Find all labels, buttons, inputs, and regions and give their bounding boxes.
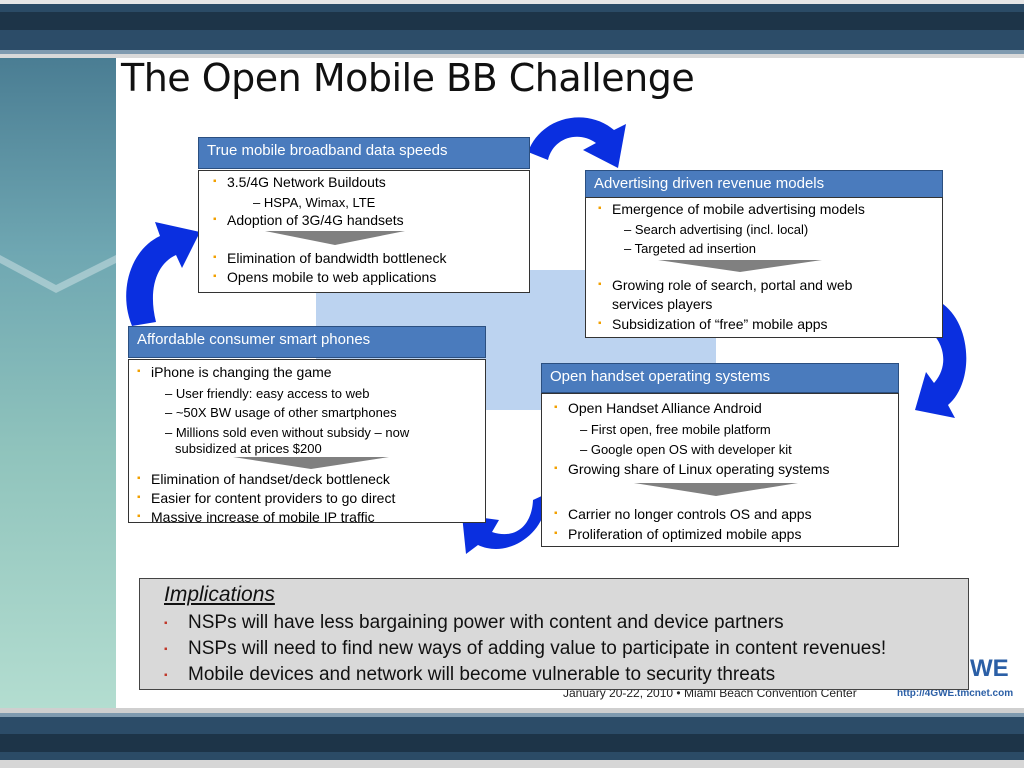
list-item: ▪Growing share of Linux operating system… [554, 461, 830, 477]
slide-title: The Open Mobile BB Challenge [121, 56, 695, 100]
list-item: ▪Growing role of search, portal and web [598, 277, 853, 293]
list-item: ▪Opens mobile to web applications [213, 269, 437, 285]
list-item: ▪Proliferation of optimized mobile apps [554, 526, 802, 542]
implication-item: ▪NSPs will have less bargaining power wi… [164, 612, 784, 633]
phones-box-body: ▪iPhone is changing the game – User frie… [128, 359, 486, 525]
cycle-arrow-top-icon [528, 117, 626, 168]
list-subitem: – Search advertising (incl. local) [624, 222, 809, 237]
implications-title: Implications [164, 583, 275, 606]
list-item: ▪Massive increase of mobile IP traffic [137, 509, 375, 525]
list-subitem: – User friendly: easy access to web [165, 386, 370, 401]
list-item: ▪Adoption of 3G/4G handsets [213, 212, 404, 228]
down-chevron-icon [634, 483, 798, 496]
chevron-decoration-icon [0, 255, 116, 293]
down-chevron-icon [658, 260, 822, 272]
list-subitem: – Google open OS with developer kit [580, 442, 792, 457]
implications-box: Implications ▪NSPs will have less bargai… [139, 578, 969, 690]
list-item: ▪Elimination of handset/deck bottleneck [137, 471, 390, 487]
list-item-continuation: services players [612, 296, 713, 312]
list-item: ▪Carrier no longer controls OS and apps [554, 506, 812, 522]
list-item: ▪3.5/4G Network Buildouts [213, 174, 386, 190]
phones-box-header: Affordable consumer smart phones [128, 326, 486, 358]
list-subitem: – Targeted ad insertion [624, 241, 757, 256]
cycle-arrow-left-icon [126, 222, 200, 326]
down-chevron-icon [233, 457, 389, 469]
list-item: ▪Subsidization of “free” mobile apps [598, 316, 828, 332]
top-decorative-band [0, 0, 1024, 58]
list-subitem: – First open, free mobile platform [580, 422, 771, 437]
os-box-header: Open handset operating systems [541, 363, 899, 393]
list-subitem-continuation: subsidized at prices $200 [175, 441, 322, 456]
list-subitem: – HSPA, Wimax, LTE [253, 195, 376, 210]
left-decorative-panel [0, 58, 116, 708]
bottom-decorative-band [0, 708, 1024, 768]
implication-item: ▪Mobile devices and network will become … [164, 664, 776, 685]
event-url-link[interactable]: http://4GWE.tmcnet.com [897, 688, 1014, 699]
cycle-arrow-right-icon [915, 302, 967, 418]
list-subitem: – ~50X BW usage of other smartphones [165, 405, 397, 420]
advertising-box-header: Advertising driven revenue models [585, 170, 943, 198]
list-item: ▪Emergence of mobile advertising models [598, 201, 865, 217]
speeds-box-body: ▪3.5/4G Network Buildouts – HSPA, Wimax,… [198, 170, 530, 293]
list-item: ▪Open Handset Alliance Android [554, 400, 762, 416]
list-item: ▪Elimination of bandwidth bottleneck [213, 250, 447, 266]
list-item: ▪Easier for content providers to go dire… [137, 490, 396, 506]
list-subitem: – Millions sold even without subsidy – n… [165, 425, 410, 440]
event-logo: WE [970, 655, 1009, 682]
os-box-body: ▪Open Handset Alliance Android – First o… [541, 393, 899, 547]
speeds-box-header: True mobile broadband data speeds [198, 137, 530, 169]
advertising-box-body: ▪Emergence of mobile advertising models … [585, 197, 943, 338]
list-item: ▪iPhone is changing the game [137, 364, 332, 380]
down-chevron-icon [265, 231, 405, 245]
cycle-arrow-bottom-icon [462, 494, 547, 554]
implication-item: ▪NSPs will need to find new ways of addi… [164, 638, 887, 659]
